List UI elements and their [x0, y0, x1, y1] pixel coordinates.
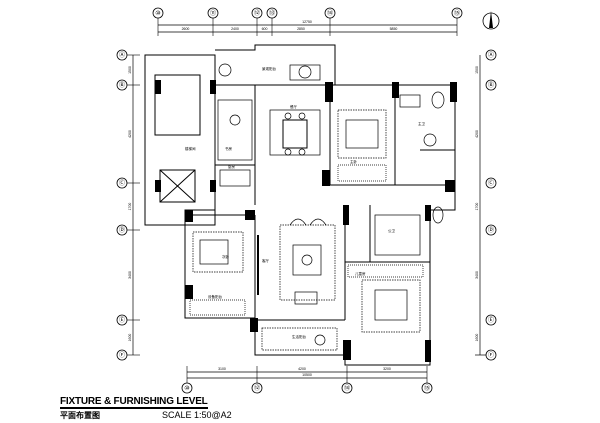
- grid-bubble: Ⓓ: [116, 224, 128, 236]
- room-label: 书房: [225, 146, 232, 151]
- grid-label: Ⓕ: [119, 351, 125, 359]
- grid-bubble: ⑬: [266, 7, 278, 19]
- grid-label: Ⓒ: [119, 179, 125, 187]
- room-label: 儿童房: [355, 271, 366, 276]
- grid-bubble: Ⓕ: [485, 349, 497, 361]
- furniture: [189, 63, 445, 351]
- dimension-label: 3400: [128, 271, 132, 279]
- grid-label: Ⓒ: [488, 179, 494, 187]
- room-label: 生活阳台: [292, 334, 306, 339]
- grid-label: ⑪: [210, 9, 216, 17]
- grid-bubbles: ⑩ ⑪ ⑫ ⑬ ⑭ ⑮ Ⓐ Ⓑ Ⓒ Ⓓ Ⓔ Ⓕ Ⓐ Ⓑ Ⓒ Ⓓ Ⓔ Ⓕ ⑩ ⑫ ⑭ ⑮: [116, 7, 497, 394]
- dimension-label: 2400: [231, 27, 239, 31]
- dimension-label: 1500: [128, 66, 132, 74]
- grid-bubble: Ⓐ: [116, 49, 128, 61]
- drawing-title: FIXTURE & FURNISHING LEVEL: [60, 396, 208, 409]
- grid-bubble: Ⓔ: [116, 314, 128, 326]
- dimension-label: 1700: [475, 203, 479, 211]
- room-label: 主卫: [418, 121, 426, 126]
- grid-label: Ⓐ: [119, 51, 125, 59]
- grid-label: Ⓐ: [488, 51, 494, 59]
- dimension-label: 3400: [475, 271, 479, 279]
- dimension-label: 2850: [297, 27, 305, 31]
- dimension-labels: 12750 2600 2400 600 2850 5850 10500 3100 4200 320…: [128, 20, 479, 377]
- grid-bubble: ⑫: [251, 382, 263, 394]
- grid-bubble: Ⓐ: [485, 49, 497, 61]
- room-label: 设备阳台: [208, 294, 222, 299]
- grid-bubble: ⑩: [181, 382, 193, 394]
- dimension-label: 3200: [383, 367, 391, 371]
- grid-bubble: ⑩: [152, 7, 164, 19]
- grid-label: ⑮: [454, 9, 460, 17]
- dimension-label: 4200: [298, 367, 306, 371]
- grid-bubble: Ⓔ: [485, 314, 497, 326]
- drawing-scale: SCALE 1:50@A2: [162, 410, 232, 420]
- grid-bubble: Ⓕ: [116, 349, 128, 361]
- room-label: 公卫: [388, 228, 396, 233]
- dimension-label: 4200: [475, 130, 479, 138]
- grid-label: ⑬: [269, 9, 275, 17]
- north-arrow-icon: [482, 11, 500, 30]
- grid-bubble: ⑭: [341, 382, 353, 394]
- grid-label: Ⓓ: [488, 226, 494, 234]
- grid-bubble: Ⓑ: [485, 79, 497, 91]
- stair: [154, 74, 201, 136]
- grid-bubble: ⑮: [451, 7, 463, 19]
- grid-label: ⑮: [424, 384, 430, 392]
- dimension-lines: [132, 24, 490, 379]
- dimension-label: 1600: [475, 334, 479, 342]
- dimension-label: 5850: [390, 27, 398, 31]
- room-label: 客厅: [262, 258, 270, 263]
- dimension-label: 12750: [302, 20, 312, 24]
- dimension-label: 4200: [128, 130, 132, 138]
- grid-bubble: Ⓒ: [116, 177, 128, 189]
- grid-label: ⑫: [254, 384, 260, 392]
- dimension-label: 600: [262, 27, 268, 31]
- drawing-subtitle: 平面布置图: [60, 411, 100, 420]
- dimension-label: 1600: [128, 334, 132, 342]
- dimension-label: 1700: [128, 203, 132, 211]
- room-label: 景观阳台: [262, 66, 276, 71]
- room-label: 厨房: [228, 164, 235, 169]
- grid-label: Ⓔ: [119, 316, 125, 324]
- grid-label: Ⓔ: [488, 316, 494, 324]
- room-label: 次卧: [222, 254, 229, 259]
- grid-label: ⑭: [327, 9, 333, 17]
- grid-label: Ⓑ: [488, 81, 494, 89]
- walls: [144, 44, 456, 366]
- grid-bubble: Ⓒ: [485, 177, 497, 189]
- room-label: 主卧: [350, 159, 358, 164]
- grid-label: ⑩: [155, 10, 160, 17]
- grid-label: Ⓑ: [119, 81, 125, 89]
- grid-label: Ⓓ: [119, 226, 125, 234]
- dimension-label: 2600: [182, 27, 190, 31]
- grid-label: ⑩: [184, 385, 189, 392]
- room-labels: 景观阳台 餐厅 主卧 主卫 厨房 客厅 次卧 儿童房 公卫 生活阳台 设备阳台 …: [185, 66, 426, 339]
- grid-bubble: ⑪: [207, 7, 219, 19]
- grid-bubble: Ⓑ: [116, 79, 128, 91]
- dimension-label: 3100: [218, 367, 226, 371]
- dimension-label: 10500: [302, 373, 312, 377]
- grid-label: Ⓕ: [488, 351, 494, 359]
- room-label: 餐厅: [290, 104, 298, 109]
- grid-label: ⑭: [344, 384, 350, 392]
- wall-columns: [155, 80, 457, 362]
- grid-bubble: ⑭: [324, 7, 336, 19]
- room-label: 楼梯间: [185, 146, 196, 151]
- dimension-label: 1500: [475, 66, 479, 74]
- grid-bubble: ⑫: [251, 7, 263, 19]
- grid-bubble: Ⓓ: [485, 224, 497, 236]
- grid-bubble: ⑮: [421, 382, 433, 394]
- grid-label: ⑫: [254, 9, 260, 17]
